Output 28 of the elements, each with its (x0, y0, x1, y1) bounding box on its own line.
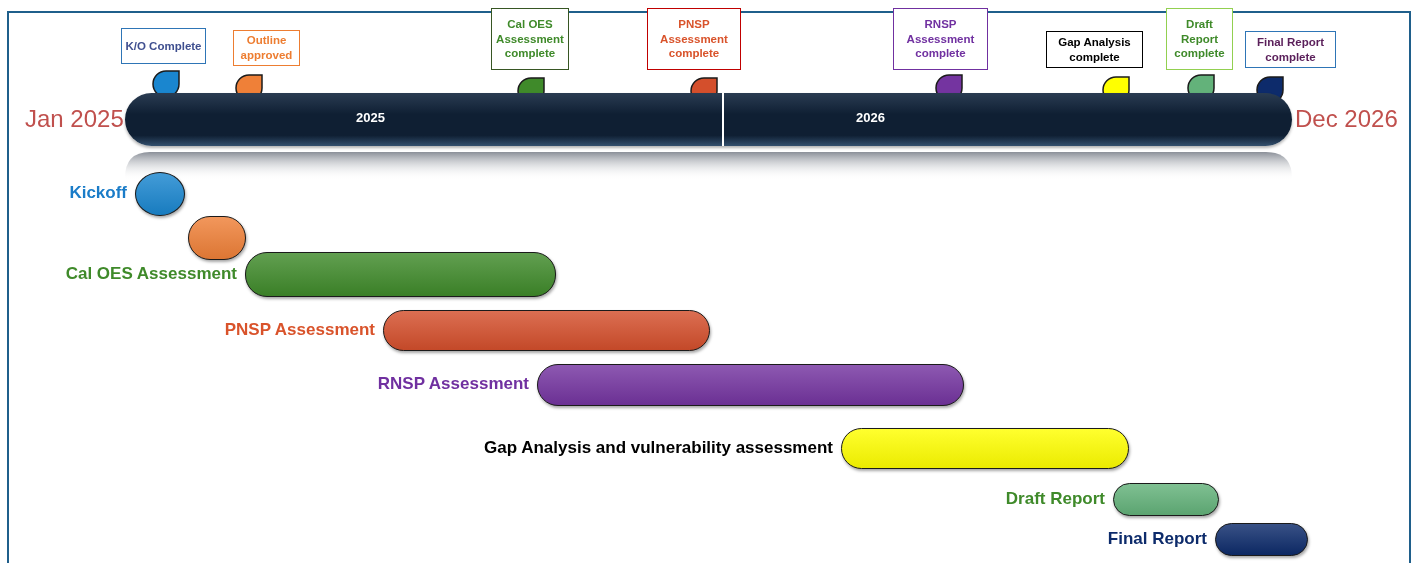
task-bar (1215, 523, 1308, 556)
task-label: Kickoff (69, 183, 127, 203)
date-label: Jan 2025 (25, 105, 124, 133)
year-label: 2025 (356, 110, 385, 125)
task-bar (383, 310, 710, 351)
task-bar (1113, 483, 1219, 516)
task-bar (245, 252, 556, 297)
task-circle (135, 172, 185, 216)
milestone-label: Draft Report complete (1166, 8, 1233, 70)
milestone-label: Outline approved (233, 30, 300, 66)
timeline-band (125, 93, 1292, 146)
task-label: Cal OES Assessment (65, 263, 237, 284)
milestone-label: PNSP Assessment complete (647, 8, 741, 70)
milestone-label: RNSP Assessment complete (893, 8, 988, 70)
task-bar (537, 364, 964, 406)
task-label: Final Report (1107, 528, 1207, 549)
task-label: PNSP Assessment (224, 319, 375, 340)
date-label: Dec 2026 (1295, 105, 1398, 133)
milestone-label: Gap Analysis complete (1046, 31, 1143, 68)
year-label: 2026 (856, 110, 885, 125)
task-label: RNSP Assessment (377, 374, 529, 394)
task-label: Gap Analysis and vulnerability assessment (484, 437, 833, 458)
task-bar (188, 216, 246, 260)
task-label: Draft Report (1005, 488, 1105, 509)
milestone-label: Cal OES Assessment complete (491, 8, 569, 70)
task-bar (841, 428, 1129, 469)
milestone-label: Final Report complete (1245, 31, 1336, 68)
milestone-label: K/O Complete (121, 28, 206, 64)
